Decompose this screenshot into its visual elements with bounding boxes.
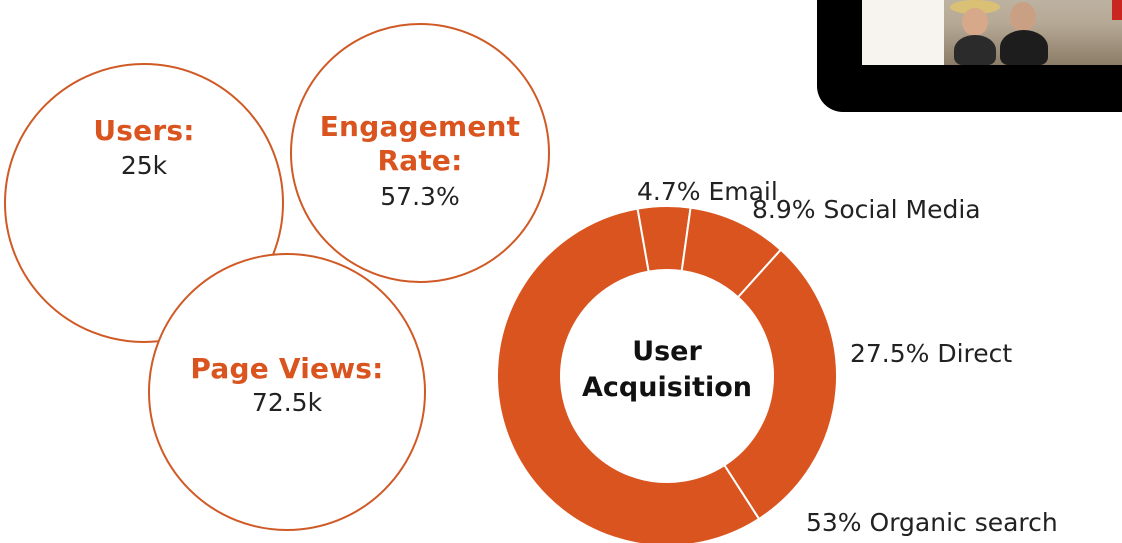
person-body-shape [954, 35, 996, 65]
page-views-label: Page Views: [190, 352, 384, 385]
chart-title-line2: Acquisition [582, 372, 752, 403]
chart-title-line1: User [632, 336, 702, 367]
person-head-shape [1010, 2, 1036, 32]
donut-slice-organic-search [496, 207, 761, 543]
person-hat-shape [950, 0, 1000, 14]
person-body-shape [1000, 30, 1048, 65]
person-head-shape [962, 8, 988, 36]
engagement-stat-circle: Engagement Rate: 57.3% [290, 23, 550, 283]
users-stat-circle: Users: 25k [4, 63, 284, 343]
tablet-frame [817, 0, 1122, 112]
engagement-value: 57.3% [380, 182, 460, 211]
users-label: Users: [93, 114, 195, 147]
slice-label-email: 4.7% Email [637, 177, 778, 206]
tablet-screen [862, 0, 1122, 65]
donut-slice-direct [722, 248, 838, 521]
users-value: 25k [120, 151, 168, 180]
slice-label-direct: 27.5% Direct [850, 339, 1012, 368]
page-views-value: 72.5k [251, 388, 323, 417]
page-views-stat-circle: Page Views: 72.5k [148, 253, 426, 531]
photo-sign-shape [1112, 0, 1122, 20]
engagement-label-line1: Engagement [319, 110, 521, 143]
slice-label-organic-search: 53% Organic search [806, 508, 1058, 537]
slice-label-social-media: 8.9% Social Media [752, 195, 981, 224]
people-photo [944, 0, 1122, 65]
engagement-label-line2: Rate: [377, 144, 463, 177]
